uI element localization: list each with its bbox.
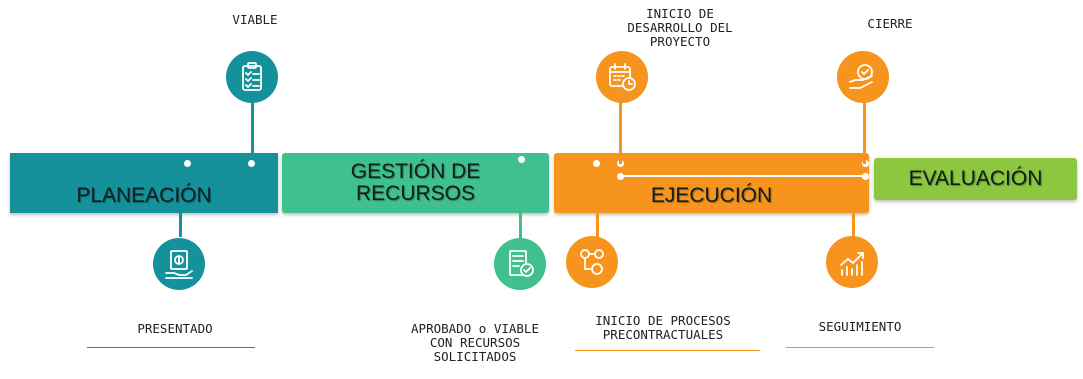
connector-inicio-procesos xyxy=(596,213,599,237)
bar-dot xyxy=(862,173,869,180)
underline-presentado xyxy=(87,347,255,348)
connector-seguimiento xyxy=(852,213,855,237)
phase-evaluacion: EVALUACIÓN xyxy=(874,158,1077,200)
hand-check-icon xyxy=(837,51,889,103)
bar-dot xyxy=(593,160,600,167)
phase-ejecucion: EJECUCIÓN xyxy=(554,153,869,213)
connector-inicio-desarrollo xyxy=(619,98,622,164)
label-viable: VIABLE xyxy=(232,12,278,27)
label-inicio-procesos: INICIO DE PROCESOS PRECONTRACTUALES xyxy=(595,313,731,342)
bar-dot xyxy=(518,156,525,163)
phase-gestion-recursos: GESTIÓN DE RECURSOS xyxy=(282,153,549,213)
label-inicio-desarrollo: INICIO DE DESARROLLO DEL PROYECTO xyxy=(627,6,733,49)
checklist-icon xyxy=(226,51,278,103)
growth-chart-icon xyxy=(826,236,878,288)
connector-viable xyxy=(251,98,254,158)
phase-evaluacion-label: EVALUACIÓN xyxy=(908,167,1043,190)
bar-dot xyxy=(248,160,255,167)
label-aprobado: APROBADO o VIABLE CON RECURSOS SOLICITAD… xyxy=(411,321,539,364)
connector-aprobado xyxy=(519,213,522,241)
phase-planeacion: PLANEACIÓN xyxy=(10,153,278,213)
label-presentado: PRESENTADO xyxy=(137,321,213,336)
connector-presentado xyxy=(179,213,182,237)
label-seguimiento: SEGUIMIENTO xyxy=(818,319,902,334)
underline-seguimiento xyxy=(786,347,934,348)
phase-ejecucion-label: EJECUCIÓN xyxy=(650,184,773,207)
bar-dot xyxy=(184,160,191,167)
document-check-icon xyxy=(494,238,546,290)
underline-inicio-procesos xyxy=(575,350,760,351)
phase-gestion-label: GESTIÓN DE RECURSOS xyxy=(350,160,481,205)
gears-process-icon xyxy=(566,236,618,288)
ejecucion-inner-line xyxy=(620,175,865,177)
calendar-clock-icon xyxy=(596,51,648,103)
phase-planeacion-label: PLANEACIÓN xyxy=(76,184,212,207)
connector-cierre xyxy=(863,98,866,164)
label-cierre: CIERRE xyxy=(867,16,913,31)
hand-money-icon xyxy=(153,238,205,290)
